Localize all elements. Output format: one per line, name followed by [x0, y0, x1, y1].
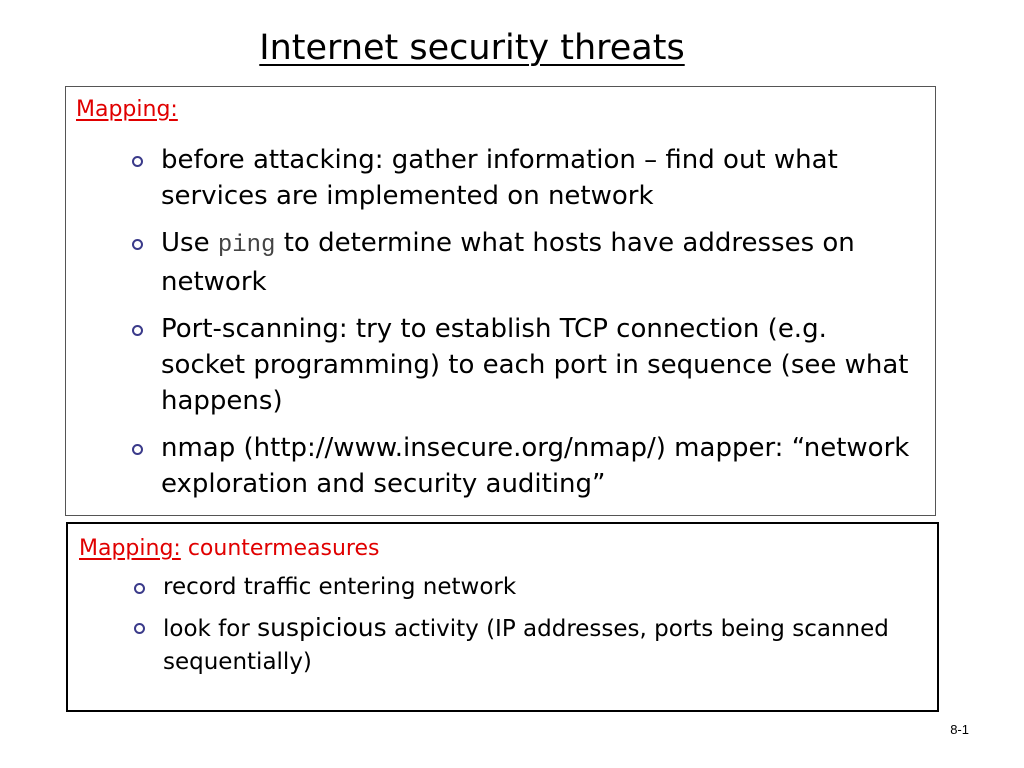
bullet-text: record traffic entering network — [163, 574, 517, 600]
hollow-circle-bullet-icon — [132, 156, 143, 167]
list-item: nmap (http://www.insecure.org/nmap/) map… — [128, 430, 918, 502]
mapping-box: Mapping: before attacking: gather inform… — [65, 86, 936, 516]
hollow-circle-bullet-icon — [132, 239, 143, 250]
slide-title: Internet security threats — [259, 28, 685, 68]
list-item: Port-scanning: try to establish TCP conn… — [128, 311, 918, 419]
hollow-circle-bullet-icon — [132, 444, 143, 455]
countermeasures-heading: Mapping: countermeasures — [79, 536, 380, 561]
list-item: before attacking: gather information – f… — [128, 142, 918, 214]
list-item: look for suspicious activity (IP address… — [130, 611, 920, 679]
hollow-circle-bullet-icon — [134, 623, 145, 634]
hollow-circle-bullet-icon — [134, 583, 145, 594]
bullet-text: nmap (http://www.insecure.org/nmap/) map… — [161, 433, 910, 499]
bullet-text-pre: look for — [163, 616, 258, 642]
countermeasures-bullet-list: record traffic entering network look for… — [130, 571, 920, 686]
list-item: record traffic entering network — [130, 571, 920, 604]
bullet-text-post: to determine what hosts have addresses o… — [161, 228, 855, 297]
bullet-text: before attacking: gather information – f… — [161, 145, 838, 211]
hollow-circle-bullet-icon — [132, 325, 143, 336]
list-item: Use ping to determine what hosts have ad… — [128, 225, 918, 300]
mapping-bullet-list: before attacking: gather information – f… — [128, 142, 918, 513]
bullet-text-pre: Use — [161, 228, 218, 258]
mapping-heading: Mapping: — [76, 97, 178, 122]
bullet-text-post: activity (IP addresses, ports being scan… — [163, 616, 889, 675]
ping-command: ping — [217, 232, 276, 259]
suspicious-emphasis: suspicious — [257, 613, 387, 642]
page-number: 8-1 — [950, 722, 969, 737]
countermeasures-box: Mapping: countermeasures record traffic … — [66, 522, 939, 712]
bullet-text: Port-scanning: try to establish TCP conn… — [161, 314, 909, 416]
